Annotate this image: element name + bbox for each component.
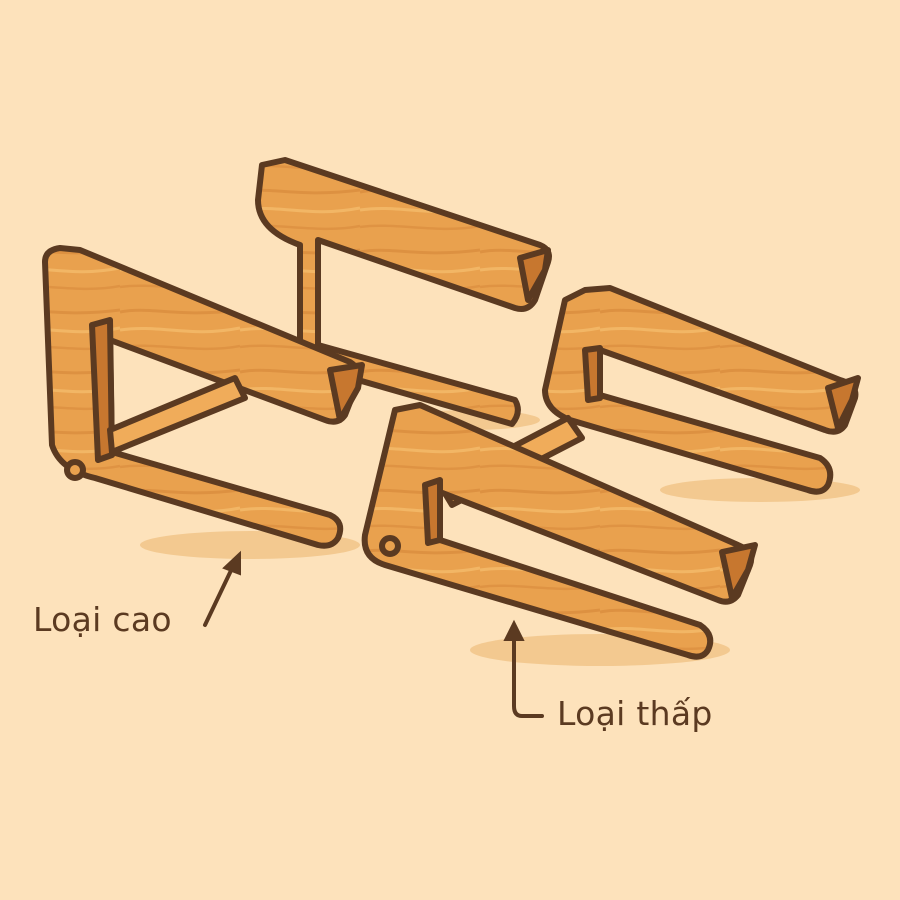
arrow-up-right-icon bbox=[203, 550, 241, 627]
stand-low bbox=[361, 402, 758, 660]
arrow-up-icon bbox=[503, 619, 544, 718]
stand-tall bbox=[42, 245, 365, 549]
crossbar-left bbox=[107, 375, 248, 455]
stand-back-right bbox=[542, 285, 861, 495]
label-tall-stand: Loại cao bbox=[33, 600, 172, 639]
label-low-stand: Loại thấp bbox=[557, 694, 713, 733]
